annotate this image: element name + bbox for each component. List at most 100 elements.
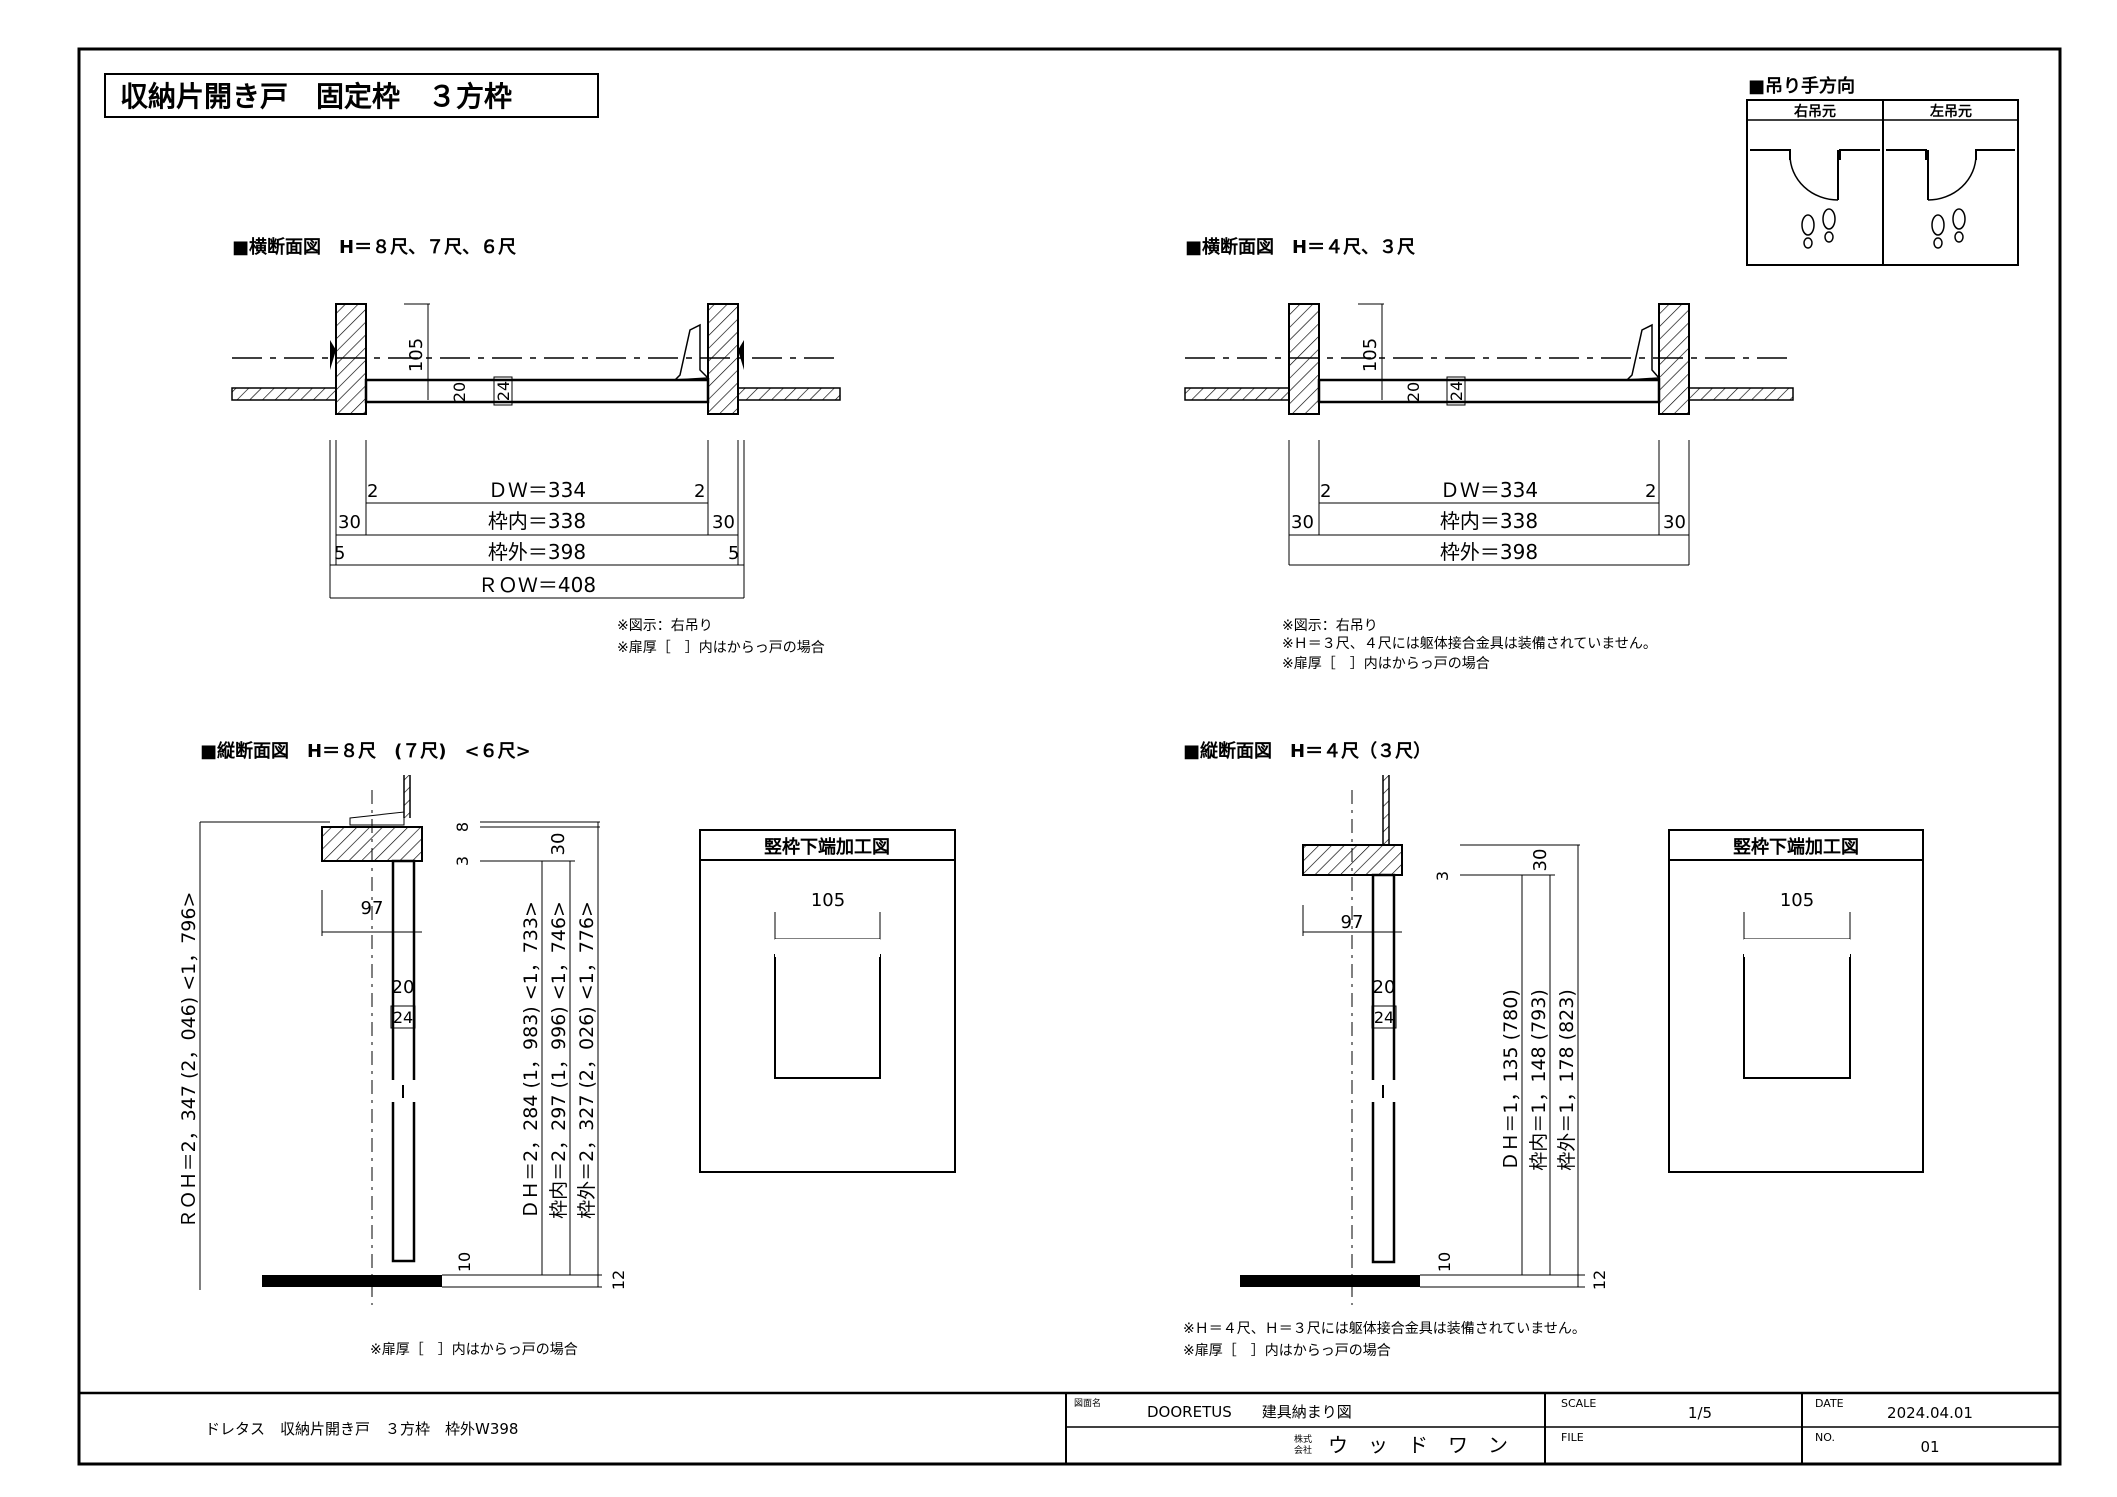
dim-24: 24 <box>393 1008 413 1027</box>
dim-dh: ＤＨ＝2，284 (1，983) <1，733> <box>520 901 542 1219</box>
jamb-right <box>707 303 739 415</box>
hinge <box>1625 323 1661 381</box>
door-leaf <box>391 859 416 1263</box>
wall-line <box>1975 149 2015 160</box>
jamb-right <box>1658 303 1690 415</box>
tb-drawing-name-label: 図面名 <box>1074 1397 1101 1409</box>
tb-company: ウ ッ ド ワ ン <box>1328 1433 1508 1457</box>
floor-slab <box>1240 1275 1420 1287</box>
jamb-left <box>335 303 367 415</box>
section-large-heading: ■縦断面図 H＝８尺 (７尺) <６尺> <box>200 740 531 762</box>
dim-outer: 枠外＝1，178 (823) <box>1556 989 1578 1170</box>
dim-20: 20 <box>392 977 415 998</box>
dim-outer: 枠外＝2，327 (2，026) <1，776> <box>576 901 598 1219</box>
dim-24: 24 <box>1374 1008 1394 1027</box>
wall-right <box>1688 387 1794 401</box>
dim-10: 10 <box>1435 1252 1454 1272</box>
jamb-profile <box>774 954 881 1079</box>
dim-30: 30 <box>548 833 569 856</box>
hinge <box>673 323 710 381</box>
tb-no: 01 <box>1920 1438 1939 1456</box>
dim-97: 97 <box>1341 912 1364 933</box>
title-box: 収納片開き戸 固定枠 ３方枠 <box>104 73 599 118</box>
dim-inner: 枠内＝338 <box>1440 509 1538 533</box>
section-small-heading: ■縦断面図 H＝４尺（３尺） <box>1183 740 1431 762</box>
hanging-right-label: 右吊元 <box>1793 103 1836 120</box>
detail-title: 竪枠下端加工図 <box>1733 836 1859 858</box>
tb-scale: 1/5 <box>1688 1404 1712 1422</box>
wall-left <box>1184 387 1290 401</box>
floor-slab <box>262 1275 442 1287</box>
hanging-heading: ■吊り手方向 <box>1748 75 1855 97</box>
section-large-note: ※扉厚［ ］内はからっ戸の場合 <box>370 1342 578 1358</box>
tb-drawing-name: DOORETUS 建具納まり図 <box>1147 1403 1352 1421</box>
sheet-border <box>77 47 2062 1466</box>
door-leaf <box>1371 873 1396 1264</box>
tb-scale-label: SCALE <box>1561 1397 1596 1410</box>
tb-file-label: FILE <box>1561 1431 1584 1444</box>
detail-dim-105: 105 <box>1780 890 1814 911</box>
dim-20: 20 <box>1404 382 1423 402</box>
plan-small-note-1: ※図示：右吊り <box>1282 618 1378 634</box>
dim-outer: 枠外＝398 <box>488 540 586 564</box>
head-frame <box>1302 844 1403 876</box>
tb-company-prefix-1: 株式 <box>1294 1433 1312 1445</box>
dim-outer: 枠外＝398 <box>1440 540 1538 564</box>
hanging-left-label: 左吊元 <box>1929 103 1972 120</box>
detail-title: 竪枠下端加工図 <box>764 836 890 858</box>
vertical-section-small: ■縦断面図 H＝４尺（３尺） 97 20 24 3 30 ＤＨ＝1，135 (7… <box>1183 740 1609 1359</box>
tb-company-prefix-2: 会社 <box>1294 1444 1312 1456</box>
swing-arc <box>1927 154 1977 201</box>
plan-large-note-1: ※図示：右吊り <box>617 618 713 634</box>
jamb-detail-box-right: 竪枠下端加工図 105 <box>1668 829 1924 1173</box>
dim-24: 24 <box>1447 381 1466 401</box>
dim-12: 12 <box>1590 1270 1609 1290</box>
tb-date-label: DATE <box>1815 1397 1844 1410</box>
dim-2-left: 2 <box>1320 481 1331 502</box>
dim-105: 105 <box>406 338 427 372</box>
dim-30-left: 30 <box>338 512 361 533</box>
plan-small-note-3: ※扉厚［ ］内はからっ戸の場合 <box>1282 656 1490 672</box>
wall-line <box>1750 149 1791 160</box>
plan-small-note-2: ※Ｈ＝３尺、４尺には躯体接合金具は装備されていません。 <box>1282 635 1657 652</box>
wall-left <box>231 387 337 401</box>
plan-large-heading: ■横断面図 H＝８尺、７尺、６尺 <box>232 236 516 258</box>
dim-3: 3 <box>1433 871 1452 881</box>
wall-line <box>1839 149 1880 160</box>
dim-dw: ＤＷ＝334 <box>1440 478 1538 502</box>
title-block: ドレタス 収納片開き戸 ３方枠 枠外W398 図面名 DOORETUS 建具納ま… <box>79 1391 2060 1464</box>
door-leaf <box>1317 378 1661 404</box>
wall-right <box>737 387 841 401</box>
dim-5-left: 5 <box>334 543 345 564</box>
footprints-icon <box>1801 208 1836 249</box>
tb-date: 2024.04.01 <box>1887 1404 1973 1422</box>
dim-2-right: 2 <box>1645 481 1656 502</box>
jamb-left <box>1288 303 1320 415</box>
dim-105: 105 <box>1360 338 1381 372</box>
dim-12: 12 <box>609 1270 628 1290</box>
dim-30: 30 <box>1530 849 1551 872</box>
dim-2-right: 2 <box>694 481 705 502</box>
wall-line <box>1886 149 1927 160</box>
swing-arc <box>1789 154 1839 201</box>
plan-small-heading: ■横断面図 H＝４尺、３尺 <box>1185 236 1415 258</box>
dim-8: 8 <box>453 822 472 832</box>
jamb-detail-box-left: 竪枠下端加工図 105 <box>699 829 956 1173</box>
head-frame <box>321 826 423 862</box>
dim-97: 97 <box>361 898 384 919</box>
tb-description: ドレタス 収納片開き戸 ３方枠 枠外W398 <box>205 1420 518 1438</box>
dim-roh: ＲＯＨ＝2，347 (2，046) <1，796> <box>178 892 200 1229</box>
jamb-profile <box>1743 954 1851 1079</box>
dim-30-right: 30 <box>712 512 735 533</box>
footprints-icon <box>1931 208 1966 249</box>
dim-30-left: 30 <box>1291 512 1314 533</box>
dim-10: 10 <box>455 1252 474 1272</box>
plan-section-small: ■横断面図 H＝４尺、３尺 105 20 24 2 ＤＷ＝334 2 30 枠内… <box>1184 236 1794 672</box>
dim-inner: 枠内＝2，297 (1，996) <1，746> <box>548 901 570 1219</box>
tb-no-label: NO. <box>1815 1431 1835 1444</box>
dim-dw: ＤＷ＝334 <box>488 478 586 502</box>
page-title: 収納片開き戸 固定枠 ３方枠 <box>120 80 512 113</box>
dim-dh: ＤＨ＝1，135 (780) <box>1500 989 1522 1170</box>
hanging-direction-legend: ■吊り手方向 右吊元 左吊元 <box>1746 75 2019 266</box>
